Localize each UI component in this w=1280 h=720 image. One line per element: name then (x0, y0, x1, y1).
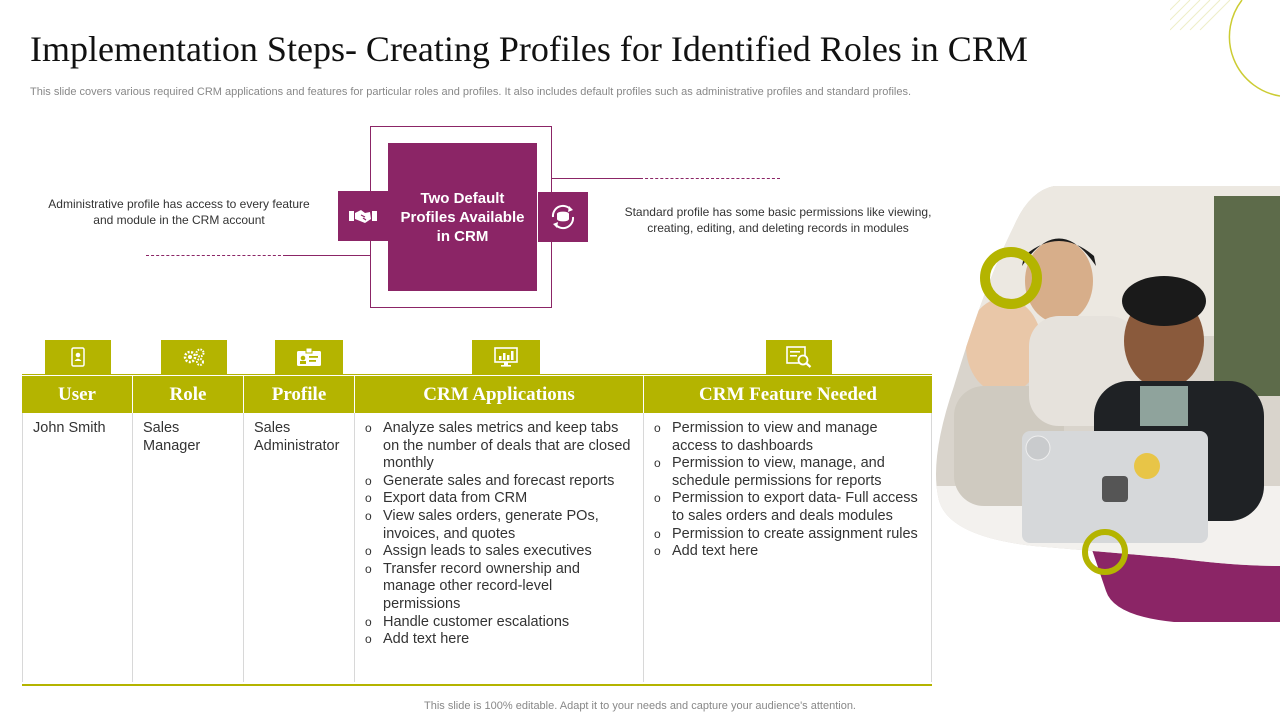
page-title: Implementation Steps- Creating Profiles … (30, 29, 1028, 69)
admin-icon-box (338, 191, 388, 241)
list-item: View sales orders, generate POs, invoice… (365, 508, 633, 543)
cell-profile: Sales Administrator (244, 413, 355, 682)
standard-icon-box (538, 192, 588, 242)
admin-profile-text: Administrative profile has access to eve… (48, 197, 310, 227)
id-card-icon (297, 347, 321, 366)
role-header-tab (161, 340, 227, 374)
list-item: Permission to export data- Full access t… (654, 490, 921, 525)
refresh-cycle-icon (551, 204, 575, 230)
standard-dash-line (640, 178, 780, 179)
gears-icon (183, 348, 205, 366)
list-item: Permission to create assignment rules (654, 526, 921, 544)
list-item: Handle customer escalations (365, 614, 633, 632)
list-item: Permission to view and manage access to … (654, 420, 921, 455)
cell-crm-features: Permission to view and manage access to … (644, 413, 932, 682)
report-search-icon (786, 346, 812, 368)
header-crm-applications: CRM Applications (355, 376, 644, 413)
list-item: Generate sales and forecast reports (365, 473, 633, 491)
standard-connector-line (552, 178, 640, 179)
table-header-row: User Role Profile CRM Applications CRM F… (22, 376, 932, 413)
center-profiles-box: Two Default Profiles Available in CRM (388, 143, 537, 291)
page-subtitle: This slide covers various required CRM a… (30, 86, 912, 98)
profile-header-tab (275, 340, 343, 374)
team-photo-illustration (936, 186, 1280, 622)
header-user: User (22, 376, 133, 413)
standard-profile-text: Standard profile has some basic permissi… (624, 205, 932, 235)
corner-arc-decoration (1170, 0, 1280, 97)
list-item: Export data from CRM (365, 490, 633, 508)
crm-header-tab (472, 340, 540, 374)
roles-table: User Role Profile CRM Applications CRM F… (22, 376, 932, 686)
cell-role: Sales Manager (133, 413, 244, 682)
list-item: Add text here (654, 543, 921, 561)
header-crm-feature: CRM Feature Needed (644, 376, 932, 413)
list-item: Add text here (365, 631, 633, 649)
admin-connector-line (286, 255, 370, 256)
table-row: John Smith Sales Manager Sales Administr… (22, 413, 932, 682)
cell-user: John Smith (22, 413, 133, 682)
monitor-chart-icon (494, 347, 518, 367)
handshake-icon (349, 210, 377, 223)
crm-applications-list: Analyze sales metrics and keep tabs on t… (365, 420, 633, 649)
user-phone-icon (71, 347, 85, 367)
list-item: Permission to view, manage, and schedule… (654, 455, 921, 490)
tab-baseline (22, 374, 932, 375)
feature-header-tab (766, 340, 832, 374)
center-profiles-label: Two Default Profiles Available in CRM (400, 189, 525, 245)
list-item: Analyze sales metrics and keep tabs on t… (365, 420, 633, 473)
footer-note: This slide is 100% editable. Adapt it to… (424, 700, 856, 712)
crm-features-list: Permission to view and manage access to … (654, 420, 921, 561)
cell-crm-applications: Analyze sales metrics and keep tabs on t… (355, 413, 644, 682)
list-item: Assign leads to sales executives (365, 543, 633, 561)
header-role: Role (133, 376, 244, 413)
user-header-tab (45, 340, 111, 374)
header-profile: Profile (244, 376, 355, 413)
admin-dash-line (146, 255, 286, 256)
list-item: Transfer record ownership and manage oth… (365, 561, 633, 614)
